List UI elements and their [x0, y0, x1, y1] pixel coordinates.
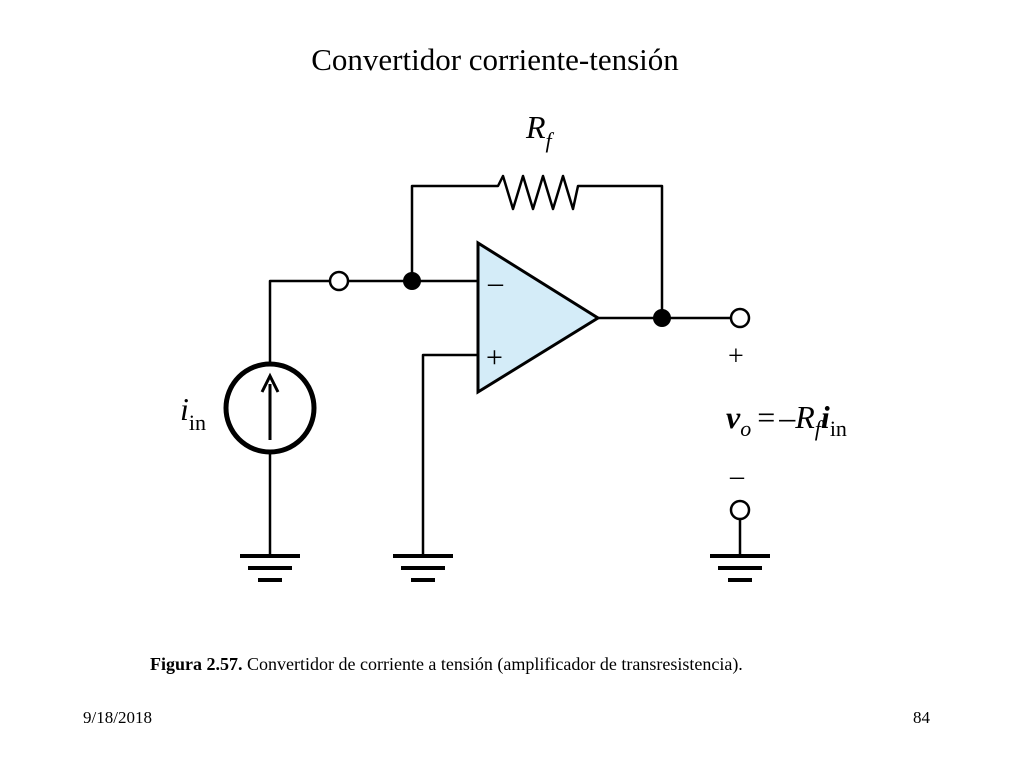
footer-date: 9/18/2018 — [83, 708, 152, 727]
opamp-plus-sign: + — [486, 341, 503, 374]
input-terminal — [328, 270, 350, 292]
page-number: 84 — [913, 708, 930, 727]
output-terminal-positive — [729, 307, 751, 329]
iin-label: iin — [180, 391, 206, 435]
caption-label: Figura 2.57. — [150, 654, 243, 674]
figure-caption: Figura 2.57. Convertidor de corriente a … — [150, 652, 743, 676]
ground-symbol — [240, 554, 300, 582]
opamp-minus-sign: – — [487, 266, 504, 299]
ground-symbol — [393, 554, 453, 582]
noninverting-wire — [421, 353, 480, 556]
current-source — [223, 361, 317, 455]
source-top-wire — [268, 279, 332, 367]
output-equation: vo=–Rfiin — [726, 399, 847, 441]
junction-dot — [403, 272, 421, 290]
feedback-wire — [410, 174, 664, 320]
slide-title: Convertidor corriente-tensión — [311, 42, 679, 77]
junction-dot — [653, 309, 671, 327]
rf-label: Rf — [525, 109, 555, 153]
output-plus-sign: + — [728, 341, 744, 372]
output-minus-sign: – — [729, 461, 745, 492]
opamp-triangle — [476, 240, 601, 395]
output-terminal-negative — [729, 499, 751, 521]
caption-text: Convertidor de corriente a tensión (ampl… — [247, 654, 743, 674]
ground-symbol — [710, 554, 770, 582]
